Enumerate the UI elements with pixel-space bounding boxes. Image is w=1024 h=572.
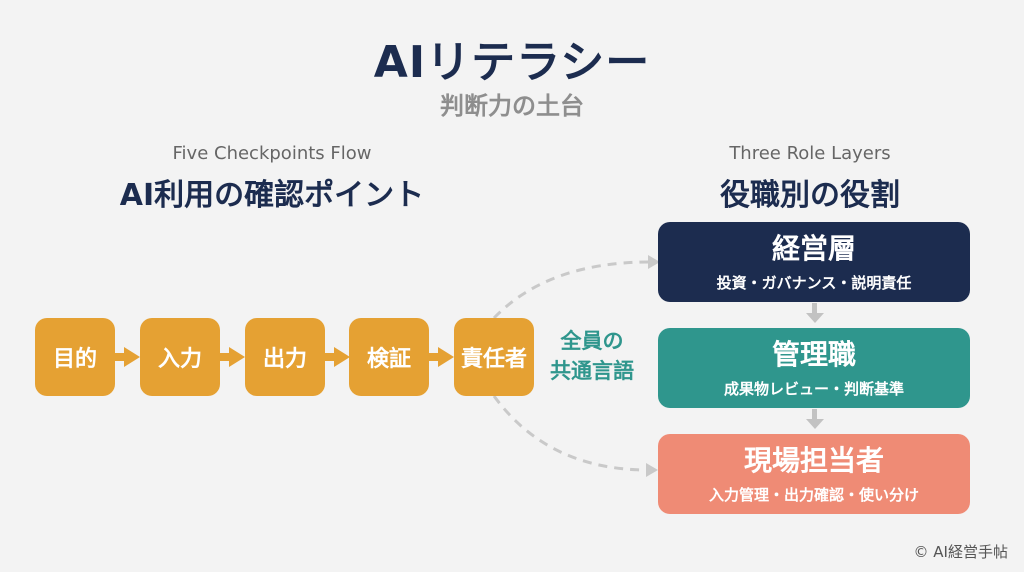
down-arrow-2-stem bbox=[812, 409, 817, 420]
step-responsible: 責任者 bbox=[454, 318, 534, 396]
role-frontline-title: 現場担当者 bbox=[743, 443, 884, 477]
role-frontline: 現場担当者 入力管理・出力確認・使い分け bbox=[658, 434, 970, 514]
step-verification: 検証 bbox=[349, 318, 429, 396]
role-manager-desc: 成果物レビュー・判断基準 bbox=[723, 379, 904, 398]
arrow-right-icon bbox=[334, 347, 350, 367]
arrow-right-icon bbox=[438, 347, 454, 367]
page-title: AIリテラシー bbox=[373, 37, 651, 88]
arrow-1-stem bbox=[115, 353, 127, 361]
connector-top-arrowhead bbox=[648, 255, 660, 269]
shared-language-line2: 共通言語 bbox=[550, 359, 634, 383]
flow-label-jp: AI利用の確認ポイント bbox=[119, 178, 425, 213]
arrow-3-stem bbox=[325, 353, 337, 361]
page-subtitle: 判断力の土台 bbox=[440, 92, 584, 120]
copyright-text: © AI経営手帖 bbox=[913, 543, 1008, 561]
flow-label-en: Five Checkpoints Flow bbox=[172, 143, 372, 164]
roles-label-jp: 役職別の役割 bbox=[720, 178, 900, 213]
arrow-right-icon bbox=[229, 347, 245, 367]
role-executive: 経営層 投資・ガバナンス・説明責任 bbox=[658, 222, 970, 302]
arrow-2-stem bbox=[220, 353, 232, 361]
connector-to-bottom-role bbox=[492, 395, 649, 472]
down-arrow-1-stem bbox=[812, 303, 817, 314]
role-executive-title: 経営層 bbox=[771, 231, 856, 265]
role-manager-title: 管理職 bbox=[771, 337, 856, 371]
connector-bottom-arrowhead bbox=[646, 463, 658, 477]
role-executive-desc: 投資・ガバナンス・説明責任 bbox=[716, 273, 912, 292]
step-input: 入力 bbox=[140, 318, 220, 396]
role-manager: 管理職 成果物レビュー・判断基準 bbox=[658, 328, 970, 408]
arrow-right-icon bbox=[124, 347, 140, 367]
arrow-down-icon bbox=[806, 313, 824, 323]
connector-to-top-role bbox=[492, 260, 651, 320]
step-output: 出力 bbox=[245, 318, 325, 396]
shared-language-label: 全員の 共通言語 bbox=[544, 326, 640, 386]
role-frontline-desc: 入力管理・出力確認・使い分け bbox=[708, 485, 919, 504]
shared-language-line1: 全員の bbox=[560, 329, 624, 353]
arrow-down-icon bbox=[806, 419, 824, 429]
arrow-4-stem bbox=[429, 353, 441, 361]
roles-label-en: Three Role Layers bbox=[729, 143, 891, 164]
step-purpose: 目的 bbox=[35, 318, 115, 396]
